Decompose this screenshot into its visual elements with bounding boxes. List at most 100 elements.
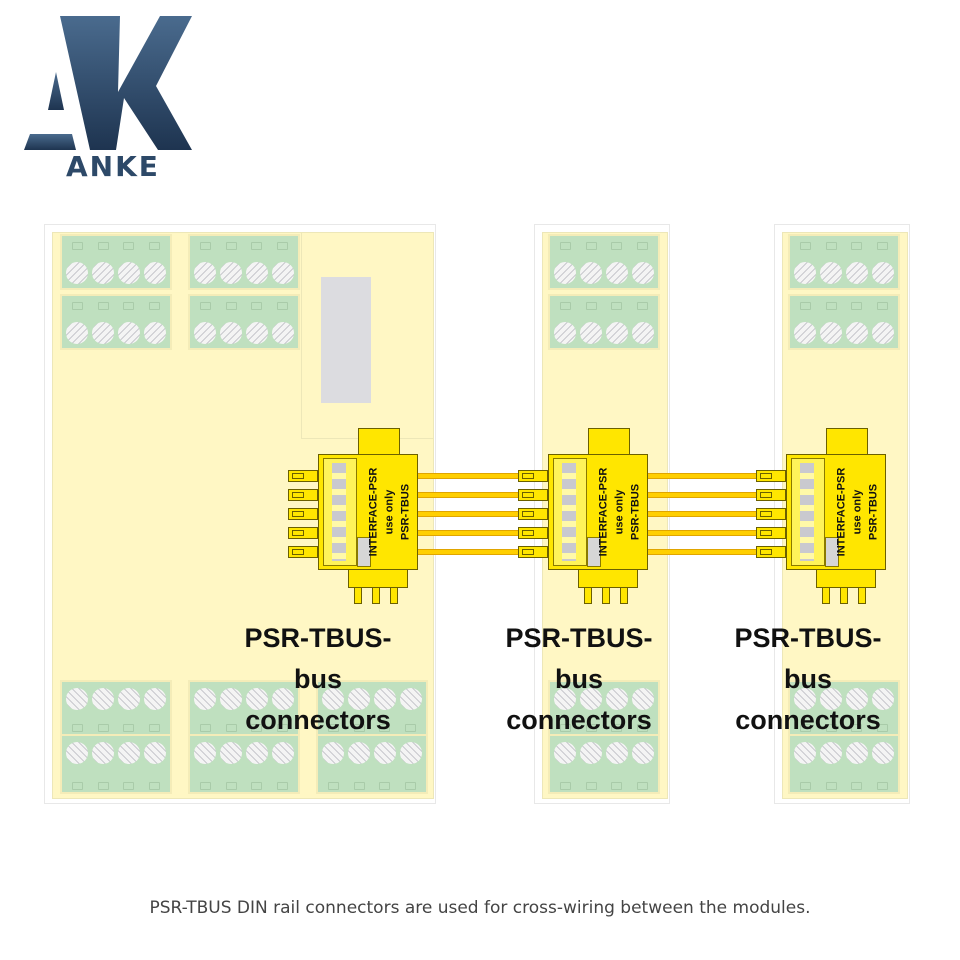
terminal-slots: [800, 302, 888, 310]
terminal-slots: [800, 724, 888, 732]
terminal-slot: [825, 302, 837, 310]
terminal-slot: [379, 724, 391, 732]
screw-icon: [322, 688, 344, 710]
terminal-slot: [225, 302, 237, 310]
terminal-slot: [585, 782, 597, 790]
terminal-slot: [800, 242, 811, 250]
terminal-slot: [251, 302, 263, 310]
connector-prong: [390, 588, 398, 604]
callout-line: PSR-TBUS-: [244, 623, 392, 653]
terminal-slot: [876, 724, 888, 732]
terminal-slot: [328, 724, 339, 732]
screw-icon: [66, 688, 88, 710]
terminal-slot: [72, 782, 83, 790]
terminal-slot: [276, 302, 288, 310]
connector-pin: [288, 546, 318, 558]
screw-icon: [144, 262, 166, 284]
terminal-slot: [276, 782, 288, 790]
terminal-block: [548, 734, 660, 794]
terminal-slot: [851, 242, 863, 250]
callout-label: PSR-TBUS- bus connectors: [218, 618, 418, 741]
terminal-slot: [148, 302, 160, 310]
screw-icon: [872, 742, 894, 764]
screw-icon: [606, 262, 628, 284]
terminal-slot: [851, 724, 863, 732]
terminal-slots: [560, 782, 648, 790]
connector-prong: [602, 588, 610, 604]
terminal-slot: [636, 302, 648, 310]
screw-icon: [374, 742, 396, 764]
screw-icon: [246, 742, 268, 764]
bus-wire: [418, 549, 552, 555]
terminal-slot: [200, 782, 211, 790]
terminal-slot: [800, 782, 811, 790]
terminal-slot: [148, 782, 160, 790]
terminal-slot: [251, 782, 263, 790]
terminal-slots: [328, 724, 416, 732]
terminal-slot: [148, 242, 160, 250]
connector-pin: [518, 546, 548, 558]
tbus-connector: INTERFACE-PSR use only PSR-TBUS: [548, 428, 648, 608]
connector-label: INTERFACE-PSR use only PSR-TBUS: [830, 458, 884, 566]
screw-icon: [554, 742, 576, 764]
terminal-block: [316, 680, 428, 736]
connector-pin: [288, 489, 318, 501]
bus-wire: [648, 511, 788, 517]
bus-wire: [418, 473, 552, 479]
screw-icon: [846, 262, 868, 284]
connector-pin: [518, 508, 548, 520]
terminal-block: [188, 734, 300, 794]
terminal-slots: [72, 302, 160, 310]
terminal-slot: [72, 724, 83, 732]
screw-icon: [272, 262, 294, 284]
bus-wire: [648, 492, 788, 498]
terminal-block: [548, 680, 660, 736]
screw-icon: [606, 322, 628, 344]
terminal-slots: [800, 782, 888, 790]
screw-icon: [554, 322, 576, 344]
terminal-screws: [322, 742, 422, 764]
terminal-block: [548, 294, 660, 350]
terminal-slot: [825, 724, 837, 732]
connector-label-line: PSR-TBUS: [399, 483, 411, 541]
screw-icon: [794, 742, 816, 764]
anke-logo-icon: [24, 16, 192, 150]
connector-label: INTERFACE-PSR use only PSR-TBUS: [362, 458, 416, 566]
connector-pin: [756, 546, 786, 558]
terminal-slot: [825, 782, 837, 790]
screw-icon: [400, 742, 422, 764]
screw-icon: [632, 322, 654, 344]
screw-icon: [820, 742, 842, 764]
screw-icon: [144, 742, 166, 764]
connector-label-line: PSR-TBUS: [867, 483, 879, 541]
terminal-slot: [585, 724, 597, 732]
connector-top-tab: [826, 428, 868, 456]
connector-pin: [756, 527, 786, 539]
screw-icon: [220, 262, 242, 284]
connector-prong: [858, 588, 866, 604]
terminal-screws: [194, 322, 294, 344]
connector-top-tab: [358, 428, 400, 456]
terminal-slot: [636, 782, 648, 790]
terminal-screws: [194, 262, 294, 284]
terminal-screws: [794, 262, 894, 284]
terminal-slot: [560, 302, 571, 310]
connector-contact-strip: [791, 458, 825, 566]
terminal-block: [548, 234, 660, 290]
screw-icon: [272, 688, 294, 710]
terminal-screws: [554, 322, 654, 344]
screw-icon: [118, 688, 140, 710]
terminal-slot: [800, 302, 811, 310]
terminal-slot: [251, 242, 263, 250]
callout-line: PSR-TBUS-: [505, 623, 653, 653]
terminal-slot: [225, 782, 237, 790]
connector-prong: [354, 588, 362, 604]
connector-pin: [518, 470, 548, 482]
terminal-slots: [200, 782, 288, 790]
terminal-slot: [876, 242, 888, 250]
connector-prong: [840, 588, 848, 604]
terminal-screws: [194, 742, 294, 764]
screw-icon: [194, 688, 216, 710]
terminal-slot: [97, 242, 109, 250]
bus-wire: [418, 492, 552, 498]
